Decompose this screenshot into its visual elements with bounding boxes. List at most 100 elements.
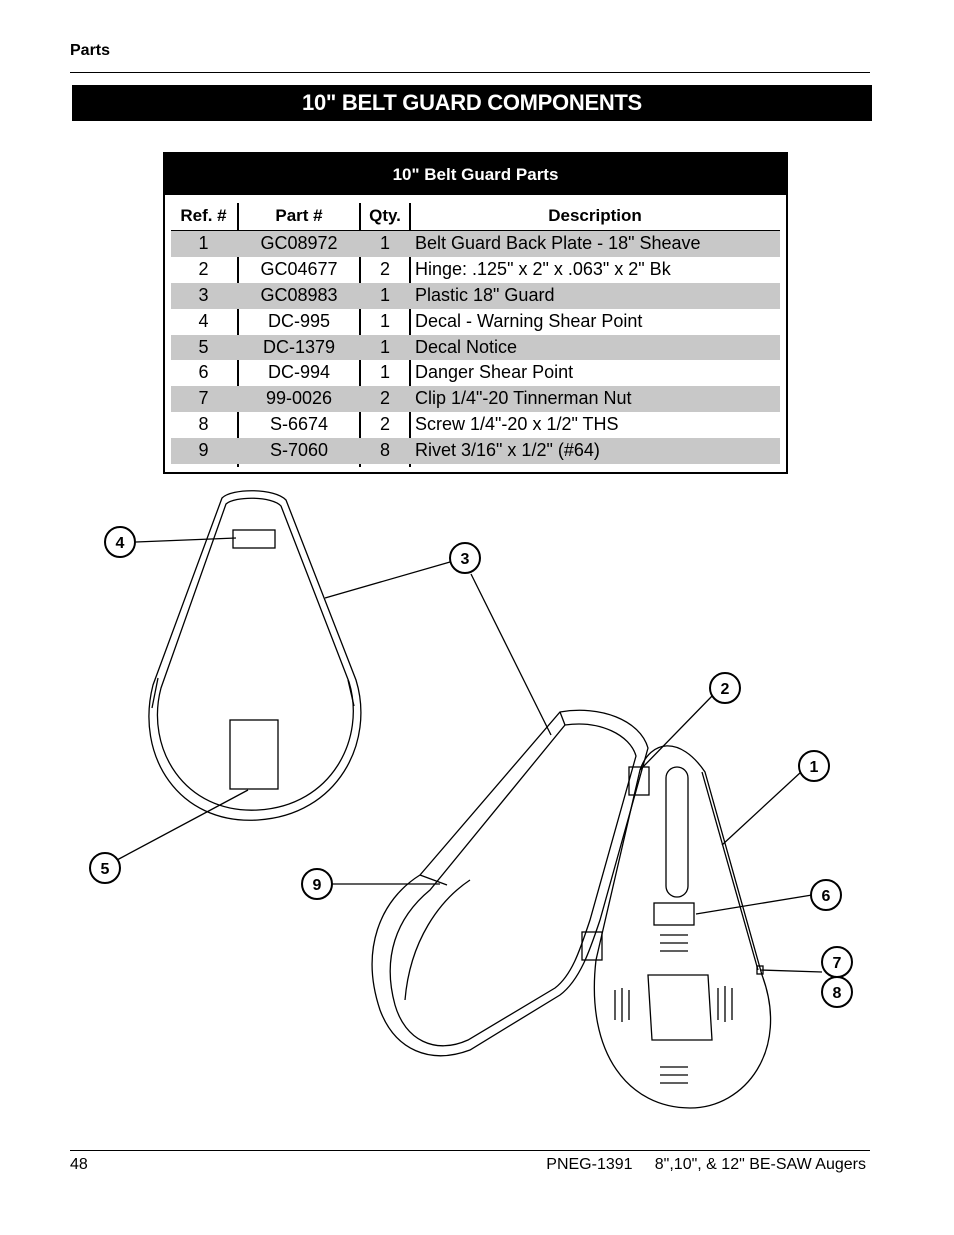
assembled-guard-drawing (371, 709, 772, 1109)
cell-part: GC08983 (260, 284, 338, 305)
callout-7: 7 (821, 946, 853, 978)
cell-part: GC04677 (260, 258, 338, 279)
cell-qty: 1 (379, 362, 390, 383)
doc-number: PNEG-1391 (546, 1156, 633, 1173)
cell-qty: 1 (379, 233, 390, 253)
back-plate-center-cutout (647, 974, 713, 1041)
guard-band-contour (404, 879, 471, 1001)
callout-3: 3 (449, 542, 481, 574)
cell-part: DC-1379 (262, 336, 336, 357)
cell-description: Plastic 18" Guard (415, 284, 555, 305)
svg-text:6: 6 (822, 888, 831, 905)
callout-2: 2 (709, 672, 741, 704)
cell-part: S-7060 (269, 440, 329, 461)
header-rule (70, 72, 870, 73)
callout-6: 6 (810, 879, 842, 911)
cell-description: Screw 1/4"-20 x 1/2" THS (415, 414, 619, 435)
page-title: 10" BELT GUARD COMPONENTS (72, 85, 872, 121)
col-header-part: Part # (275, 206, 323, 225)
cell-qty: 2 (379, 388, 390, 409)
cell-ref: 5 (198, 336, 209, 357)
cell-qty: 2 (379, 258, 390, 279)
cell-ref: 6 (198, 362, 209, 383)
cell-part: 99-0026 (265, 388, 333, 409)
guard-band-inner (389, 723, 637, 1047)
table-header: Ref. # Part # Qty. Description (171, 202, 780, 232)
danger-decal-rect (653, 902, 695, 926)
plastic-guard-drawing (148, 490, 362, 821)
callout-1: 1 (798, 750, 830, 782)
cell-part: S-6674 (269, 414, 329, 435)
cell-qty: 1 (379, 284, 390, 305)
callout-4: 4 (104, 526, 136, 558)
back-plate-flange (701, 771, 759, 971)
table-row: 4 DC-995 1 Decal - Warning Shear Point (171, 309, 780, 335)
cell-description: Hinge: .125" x 2" x .063" x 2" Bk (415, 258, 671, 279)
back-plate-outline (593, 745, 772, 1109)
guard-edge-ticks (151, 677, 355, 709)
cell-ref: 7 (198, 388, 209, 409)
cell-description: Rivet 3/16" x 1/2" (#64) (415, 440, 600, 461)
hinge-lower (581, 931, 603, 961)
cell-ref: 3 (198, 284, 209, 305)
svg-text:3: 3 (461, 551, 470, 568)
parts-table: 10" Belt Guard Parts Ref. # Part # Qty. … (163, 152, 788, 474)
table-row: 5 DC-1379 1 Decal Notice (171, 334, 780, 361)
guard-band-edges (419, 711, 566, 886)
table-row: 7 99-0026 2 Clip 1/4"-20 Tinnerman Nut (171, 386, 780, 413)
col-header-ref: Ref. # (180, 206, 227, 225)
plastic-guard-inner-outline (156, 497, 354, 811)
callout-8: 8 (821, 976, 853, 1008)
side-vent-slots (614, 986, 733, 1022)
svg-text:1: 1 (810, 759, 819, 776)
col-header-description: Description (548, 206, 642, 225)
svg-text:5: 5 (101, 861, 110, 878)
cell-qty: 1 (379, 310, 390, 331)
svg-text:7: 7 (833, 955, 842, 972)
table-row: 2 GC04677 2 Hinge: .125" x 2" x .063" x … (171, 257, 780, 283)
notice-decal-rect (229, 719, 279, 790)
table-row: 6 DC-994 1 Danger Shear Point (171, 360, 780, 386)
vent-slots (660, 934, 688, 1084)
cell-ref: 1 (198, 233, 209, 253)
table-row: 8 S-6674 2 Screw 1/4"-20 x 1/2" THS (171, 412, 780, 438)
table-title: 10" Belt Guard Parts (165, 154, 786, 195)
cell-ref: 2 (198, 258, 209, 279)
table-row: 3 GC08983 1 Plastic 18" Guard (171, 282, 780, 309)
hinge-upper (628, 766, 650, 796)
cell-description: Belt Guard Back Plate - 18" Sheave (415, 233, 701, 253)
svg-text:4: 4 (116, 535, 125, 552)
table-row: 9 S-7060 8 Rivet 3/16" x 1/2" (#64) (171, 438, 780, 465)
leader-lines (116, 537, 823, 973)
cell-qty: 1 (379, 336, 390, 357)
table-row: 1 GC08972 1 Belt Guard Back Plate - 18" … (171, 231, 780, 257)
guard-band-outer (371, 709, 649, 1057)
page-number: 48 (70, 1156, 88, 1173)
col-header-qty: Qty. (369, 206, 401, 225)
footer-doc-info: PNEG-1391 8",10", & 12" BE-SAW Augers (546, 1156, 866, 1174)
cell-part: DC-995 (267, 310, 331, 331)
svg-text:9: 9 (313, 877, 322, 894)
cell-description: Danger Shear Point (415, 362, 574, 383)
section-label: Parts (70, 42, 111, 59)
cell-description: Decal - Warning Shear Point (415, 310, 643, 331)
cell-ref: 9 (198, 440, 209, 461)
callout-9: 9 (301, 868, 333, 900)
cell-description: Clip 1/4"-20 Tinnerman Nut (415, 388, 632, 409)
cell-ref: 8 (198, 414, 209, 435)
cell-description: Decal Notice (415, 336, 518, 357)
table-body: 1 GC08972 1 Belt Guard Back Plate - 18" … (171, 231, 780, 465)
cell-part: GC08972 (260, 233, 338, 253)
callout-5: 5 (89, 852, 121, 884)
cell-ref: 4 (198, 310, 209, 331)
cell-qty: 2 (379, 414, 390, 435)
cell-part: DC-994 (267, 362, 331, 383)
svg-text:8: 8 (833, 985, 842, 1002)
svg-text:2: 2 (721, 681, 730, 698)
cell-qty: 8 (379, 440, 390, 461)
product-name: 8",10", & 12" BE-SAW Augers (654, 1156, 866, 1173)
warning-decal-rect (232, 529, 276, 549)
back-plate-slot (665, 766, 689, 898)
belt-guard-exploded-drawing: 4 3 2 1 5 9 6 7 8 (89, 490, 853, 1109)
plastic-guard-outline (148, 490, 362, 821)
